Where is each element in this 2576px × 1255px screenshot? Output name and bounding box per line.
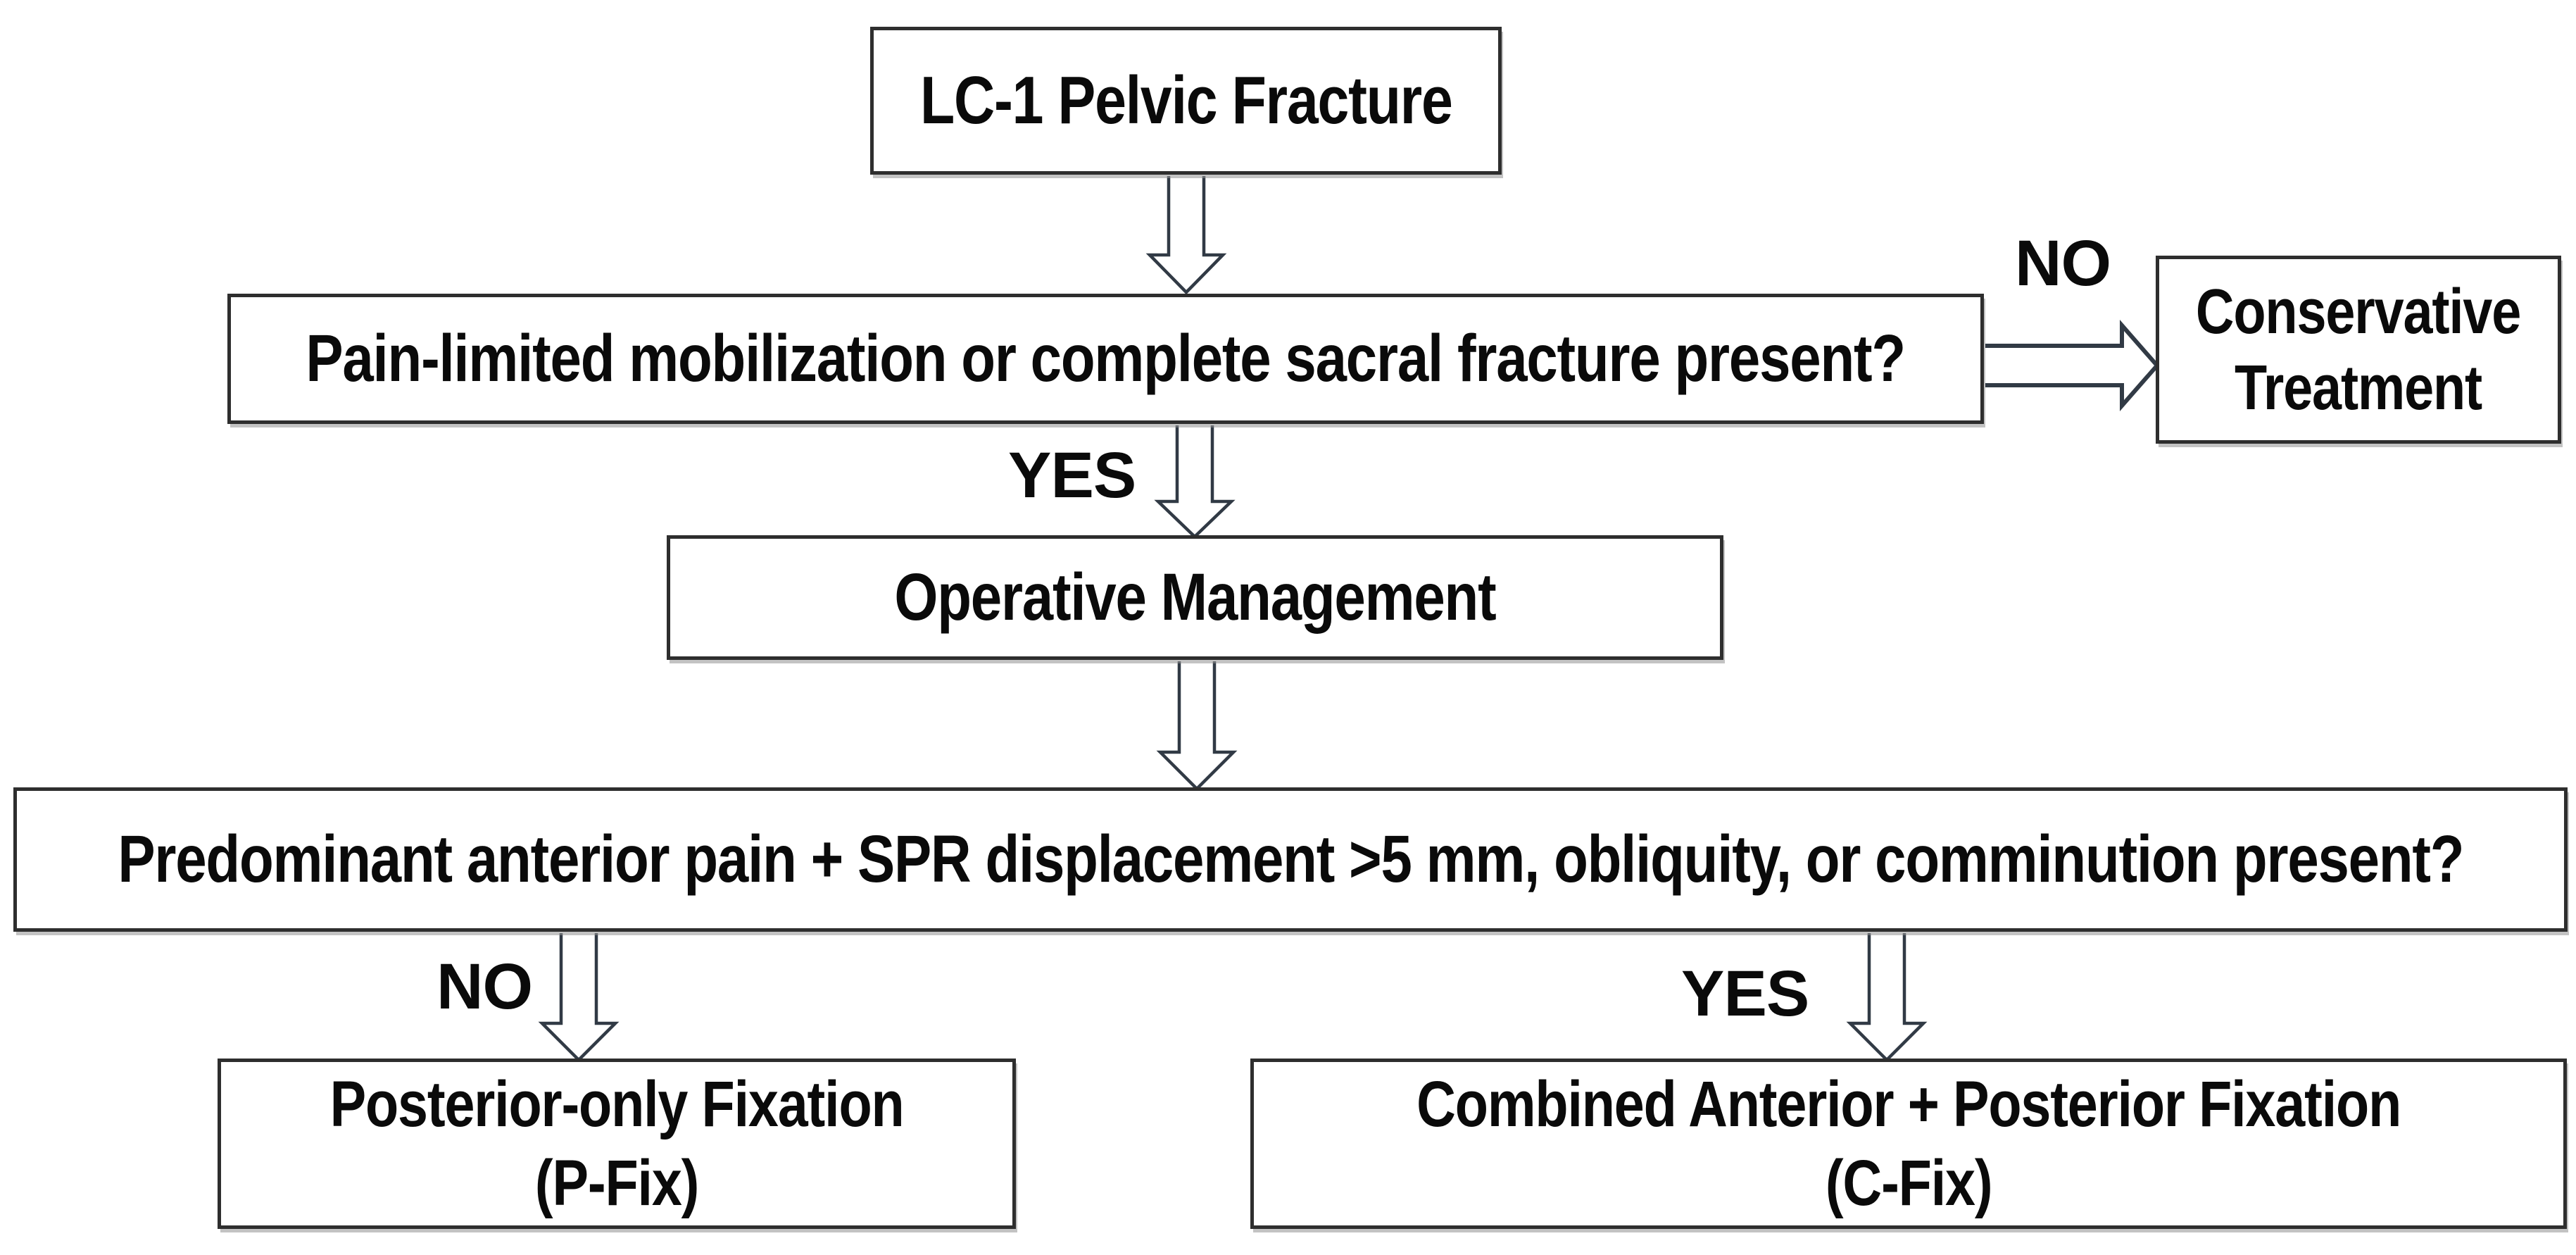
arrow-lc1-to-q1 [1145, 176, 1227, 295]
arrow-q1-to-conservative [1985, 320, 2160, 411]
arrow-q1-to-operative [1154, 425, 1236, 539]
node-conservative-treatment: Conservative Treatment [2156, 256, 2561, 444]
node-lc1-pelvic-fracture: LC-1 Pelvic Fracture [870, 27, 1502, 175]
node-question-anterior-pain: Predominant anterior pain + SPR displace… [13, 787, 2568, 932]
node-combined-fixation: Combined Anterior + Posterior Fixation (… [1250, 1059, 2567, 1229]
node-conservative-treatment-label: Conservative Treatment [2196, 276, 2521, 423]
arrow-q2-to-pfix [538, 933, 620, 1063]
node-operative-management: Operative Management [667, 535, 1723, 660]
edge-label-no-pfix: NO [436, 951, 533, 1023]
edge-label-no-conservative: NO [2015, 227, 2111, 299]
edge-label-yes-operative: YES [1008, 439, 1136, 511]
arrow-operative-to-q2 [1156, 661, 1238, 792]
edge-label-yes-cfix: YES [1681, 958, 1809, 1030]
node-question-mobilization-label: Pain-limited mobilization or complete sa… [306, 321, 1906, 396]
node-lc1-label: LC-1 Pelvic Fracture [919, 63, 1453, 138]
node-question-anterior-pain-label: Predominant anterior pain + SPR displace… [117, 822, 2464, 897]
arrow-q2-to-cfix [1846, 933, 1928, 1063]
node-combined-fixation-label: Combined Anterior + Posterior Fixation (… [1416, 1068, 2401, 1219]
node-posterior-only-fixation-label: Posterior-only Fixation (P-Fix) [329, 1068, 905, 1219]
node-question-mobilization: Pain-limited mobilization or complete sa… [227, 294, 1984, 424]
node-posterior-only-fixation: Posterior-only Fixation (P-Fix) [218, 1059, 1016, 1229]
node-operative-management-label: Operative Management [894, 560, 1496, 635]
